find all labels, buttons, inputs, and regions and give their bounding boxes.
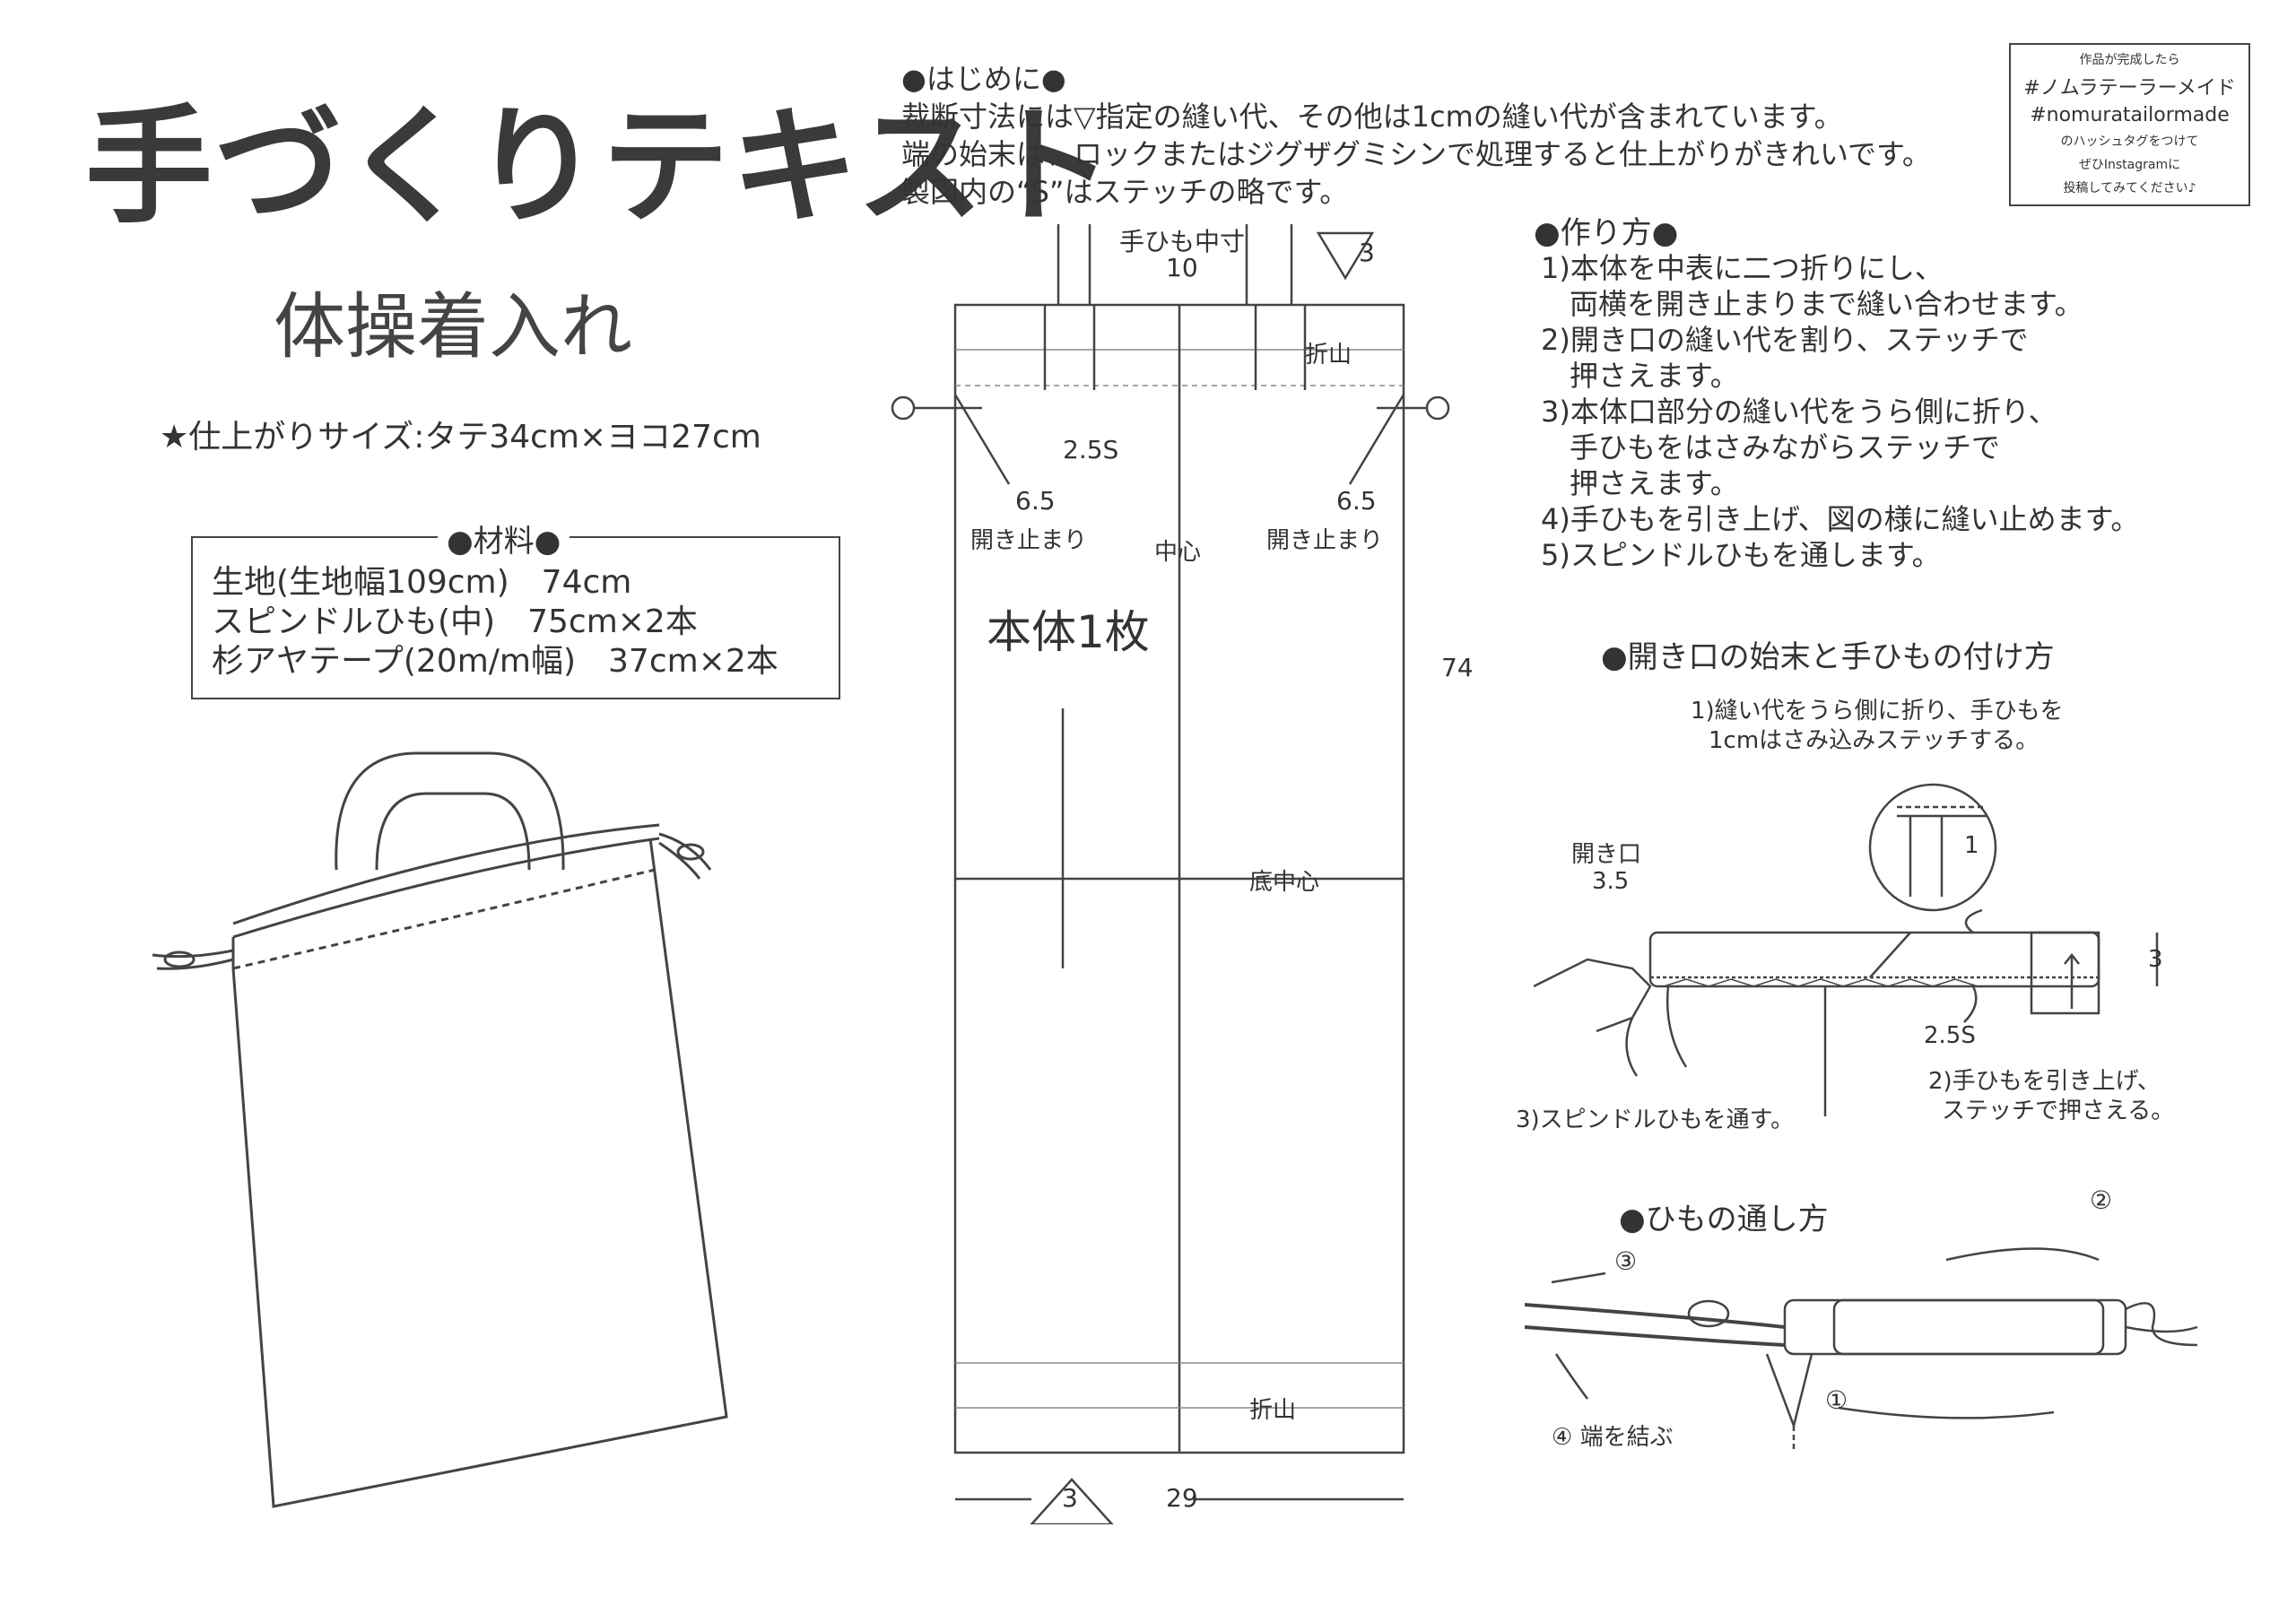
intro-line: 製図内の“S”はステッチの略です。: [901, 175, 1349, 209]
opening-heading: ●開き口の始末と手ひもの付け方: [1601, 639, 2055, 675]
body-label: 本体1枚: [987, 606, 1150, 658]
hashtag-line: #nomuratailormade: [2030, 104, 2230, 126]
steps-heading: ●作り方●: [1534, 215, 1679, 251]
open-stop-left: 開き止まり: [970, 527, 1088, 554]
item-name: 体操着入れ: [274, 285, 632, 369]
zoom-circle: [1868, 783, 1997, 912]
hashtag-box: 作品が完成したら #ノムラテーラーメイド #nomuratailormade の…: [2009, 43, 2250, 206]
hashtag-line: ぜひInstagramに: [2078, 158, 2181, 172]
cord-diagram: [1525, 1247, 2198, 1453]
material-item: スピンドルひも(中) 75cm×2本: [212, 603, 698, 640]
step-line: 2)開き口の縫い代を割り、ステッチで: [1541, 323, 2029, 357]
opening-note: 3)スピンドルひもを通す。: [1516, 1107, 1795, 1133]
cord-step-3: ③: [1614, 1246, 1638, 1276]
handle-center-label: 手ひも中寸: [1119, 227, 1246, 256]
hashtag-line: 作品が完成したら: [2079, 53, 2180, 67]
opening-note: 2)手ひもを引き上げ、: [1928, 1068, 2161, 1095]
cord-step-1: ①: [1825, 1385, 1848, 1415]
cord-step-2: ②: [2090, 1185, 2113, 1215]
width-label: 29: [1166, 1483, 1198, 1513]
hashtag-line: #ノムラテーラーメイド: [2023, 77, 2236, 100]
stitch-label: 2.5S: [1063, 435, 1119, 464]
intro-heading: ●はじめに●: [901, 62, 1066, 96]
finished-size: ★仕上がりサイズ:タテ34cm×ヨコ27cm: [160, 419, 761, 456]
handle-center-value: 10: [1166, 253, 1198, 282]
bag-illustration: [152, 751, 728, 1508]
hashtag-line: のハッシュタグをつけて: [2060, 135, 2199, 149]
fold-top-label: 折山: [1305, 342, 1352, 369]
opening-diagram: [1534, 783, 2159, 1116]
open-stop-right: 開き止まり: [1266, 527, 1384, 554]
material-item: 杉アヤテープ(20m/m幅) 37cm×2本: [212, 643, 778, 680]
opening-note: ステッチで押さえる。: [1942, 1098, 2175, 1124]
right-open-value: 6.5: [1336, 486, 1377, 516]
page-title: 手づくりテキスト: [85, 93, 1115, 241]
height-label: 74: [1441, 653, 1474, 682]
fold-bottom-label: 折山: [1249, 1397, 1297, 1424]
opening-note: 1)縫い代をうら側に折り、手ひもを: [1691, 698, 2064, 725]
open-value: 3.5: [1592, 868, 1630, 895]
pattern-diagram: [891, 224, 1450, 1524]
step-line: 押さえます。: [1541, 466, 1739, 500]
step-line: 手ひもをはさみながらステッチで: [1541, 430, 2001, 464]
seam-bottom-label: 3: [1062, 1483, 1078, 1513]
bottom-center-label: 底中心: [1249, 869, 1320, 896]
center-label: 中心: [1154, 539, 1202, 566]
materials-heading: ●材料●: [438, 516, 570, 560]
hashtag-line: 投稿してみてください♪: [2063, 181, 2196, 195]
material-item: 生地(生地幅109cm) 74cm: [212, 564, 632, 601]
opening-stitch: 2.5S: [1924, 1022, 1976, 1049]
intro-line: 端の始末は、ロックまたはジグザグミシンで処理すると仕上がりがきれいです。: [901, 137, 1931, 171]
step-line: 4)手ひもを引き上げ、図の様に縫い止めます。: [1541, 502, 2140, 536]
side-value: 3: [2148, 946, 2163, 973]
step-line: 5)スピンドルひもを通します。: [1541, 538, 1941, 572]
cord-heading: ●ひもの通し方: [1619, 1202, 1829, 1237]
open-label: 開き口: [1571, 841, 1642, 868]
cord-step-4: ④ 端を結ぶ: [1552, 1424, 1674, 1451]
left-open-value: 6.5: [1015, 486, 1056, 516]
step-line: 3)本体口部分の縫い代をうら側に折り、: [1541, 395, 2057, 429]
step-line: 両横を開き止まりまで縫い合わせます。: [1541, 287, 2083, 321]
step-line: 1)本体を中表に二つ折りにし、: [1541, 251, 1944, 285]
seam-top-label: 3: [1359, 238, 1375, 267]
intro-line: 裁断寸法には▽指定の縫い代、その他は1cmの縫い代が含まれています。: [901, 100, 1843, 134]
step-line: 押さえます。: [1541, 359, 1739, 393]
zoom-value: 1: [1964, 832, 1979, 859]
opening-note: 1cmはさみ込みステッチする。: [1709, 727, 2039, 754]
